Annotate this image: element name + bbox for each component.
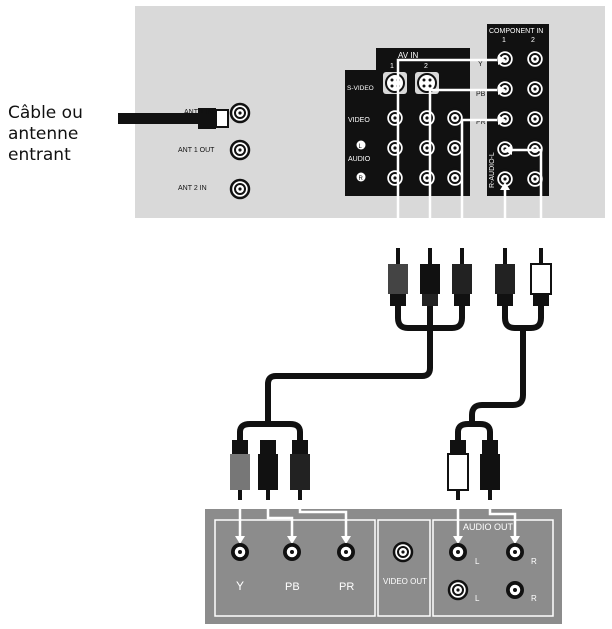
audio-label: AUDIO — [348, 156, 371, 163]
lower-plugs — [230, 440, 500, 500]
svg-text:1: 1 — [390, 63, 394, 70]
svg-text:PR: PR — [476, 119, 486, 126]
av-in-block: AV IN 1 2 S-VIDEO VIDEO AUDIO L R — [345, 48, 470, 196]
svg-text:2: 2 — [424, 63, 428, 70]
av-in-label: AV IN — [398, 51, 419, 60]
caption-line-1: Câble ou — [8, 103, 83, 123]
upper-plugs — [388, 248, 552, 306]
vertical-audio-label: R-AUDIO-L — [489, 152, 496, 188]
connection-lines-device — [238, 500, 517, 538]
pr-out-label: PR — [339, 581, 354, 593]
caption-line-3: entrant — [8, 145, 71, 165]
svg-text:R: R — [359, 176, 364, 182]
component-in-block: COMPONENT IN 1 2 Y PB PR R-AUDIO-L — [476, 24, 549, 196]
connection-arrows-tv — [498, 55, 512, 190]
connection-arrows-device — [235, 536, 520, 544]
y-out-label: Y — [236, 579, 244, 593]
audio-out-label: AUDIO OUT — [463, 522, 514, 532]
svg-text:1: 1 — [502, 37, 506, 44]
ant2-in-label: ANT 2 IN — [178, 185, 207, 192]
svg-text:R: R — [531, 594, 537, 603]
device-dividers — [214, 519, 554, 617]
antenna-jacks: ANT 1 IN ANT 1 OUT ANT 2 IN — [178, 102, 251, 200]
svg-text:L: L — [475, 594, 480, 603]
svg-text:R: R — [531, 557, 537, 566]
svg-text:L: L — [475, 557, 480, 566]
component-in-label: COMPONENT IN — [489, 28, 543, 35]
svg-text:L: L — [359, 144, 363, 150]
video-out-label: VIDEO OUT — [383, 577, 427, 586]
ant-in-label: ANT 1 IN — [184, 109, 213, 116]
svg-text:2: 2 — [531, 37, 535, 44]
audio-cable — [455, 306, 544, 440]
svg-text:PB: PB — [476, 91, 486, 98]
device-back-panel — [205, 509, 562, 624]
svideo-label: S-VIDEO — [347, 85, 374, 92]
svg-text:Y: Y — [478, 61, 483, 68]
incoming-cable-caption: Câble ou antenne entrant — [8, 103, 118, 166]
component-cable — [237, 306, 465, 440]
ant-out-label: ANT 1 OUT — [178, 147, 215, 154]
antenna-cable — [118, 108, 229, 129]
device-labels: Y PB PR VIDEO OUT AUDIO OUT L R L R — [236, 522, 537, 603]
video-label: VIDEO — [348, 117, 370, 124]
pb-out-label: PB — [285, 581, 300, 593]
connection-lines-tv — [396, 58, 543, 248]
caption-line-2: antenne — [8, 124, 79, 144]
